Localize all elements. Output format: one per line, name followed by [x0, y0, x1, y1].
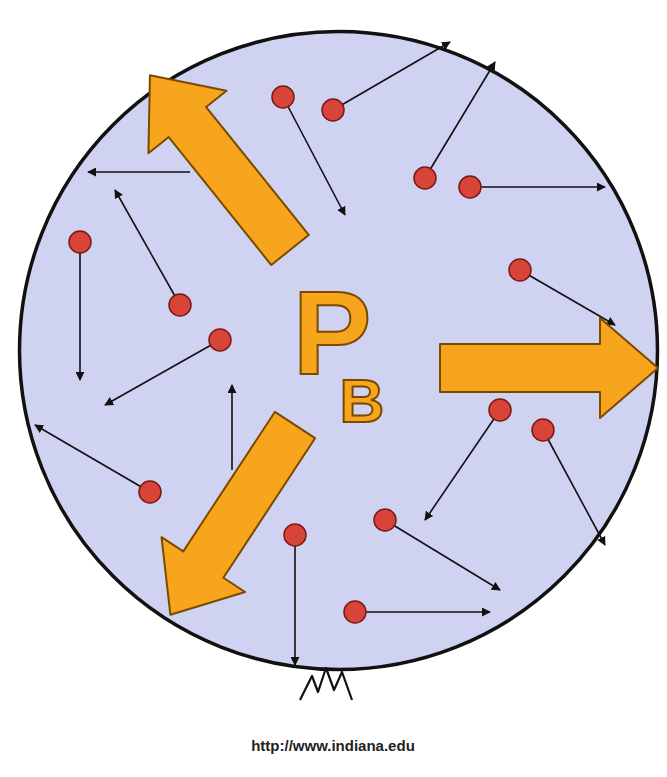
velocity-arrow: [385, 520, 500, 590]
gas-particle: [509, 259, 531, 281]
velocity-arrow: [543, 430, 605, 545]
velocity-arrow: [520, 270, 615, 325]
source-url: http://www.indiana.edu: [251, 737, 415, 754]
pressure-arrows: [111, 44, 658, 642]
velocity-arrow: [425, 62, 495, 178]
velocity-arrow: [283, 97, 345, 215]
velocity-arrow: [294, 535, 296, 665]
gas-particle: [344, 601, 366, 623]
velocity-arrow: [35, 425, 150, 492]
gas-particle: [322, 99, 344, 121]
pressure-symbol: PB: [293, 292, 385, 410]
gas-particle: [69, 231, 91, 253]
gas-particle: [374, 509, 396, 531]
velocity-arrow: [470, 186, 605, 188]
pressure-arrow: [111, 44, 329, 281]
velocity-arrow: [79, 242, 81, 380]
pressure-arrow: [129, 398, 337, 643]
velocity-arrow: [333, 42, 450, 110]
velocity-arrow: [115, 190, 180, 305]
gas-particle: [139, 481, 161, 503]
velocity-arrow: [105, 340, 220, 405]
gas-particle: [209, 329, 231, 351]
gas-particle: [459, 176, 481, 198]
velocity-arrow: [355, 611, 490, 613]
gas-particle: [284, 524, 306, 546]
pressure-subscript: B: [339, 370, 384, 432]
pressure-arrow: [440, 318, 658, 418]
gas-particles: [69, 86, 554, 623]
balloon-body: [20, 32, 658, 670]
gas-particle: [532, 419, 554, 441]
gas-particle: [169, 294, 191, 316]
velocity-arrow: [425, 410, 500, 520]
velocity-arrow: [88, 171, 190, 173]
balloon-knot: [300, 668, 352, 700]
velocity-arrow: [231, 385, 233, 470]
gas-particle: [414, 167, 436, 189]
gas-particle: [489, 399, 511, 421]
gas-particle: [272, 86, 294, 108]
